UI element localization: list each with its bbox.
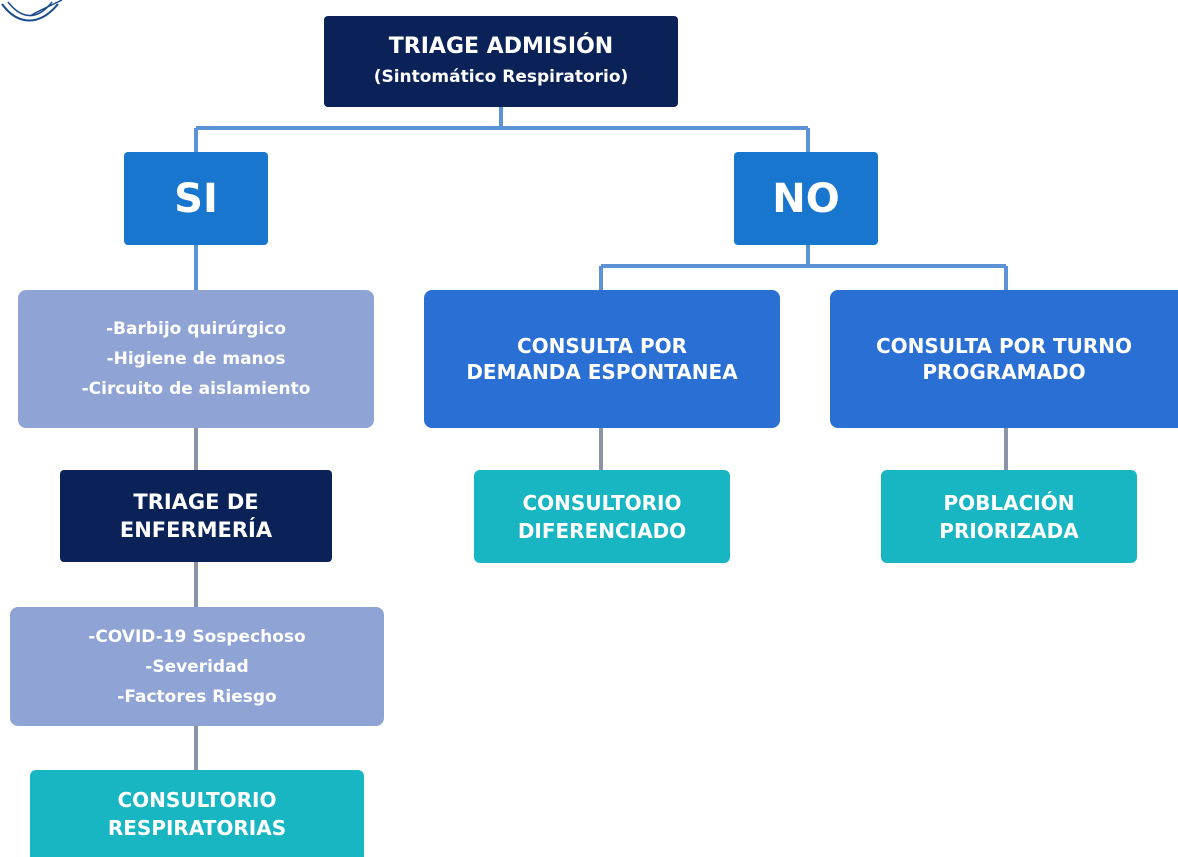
respiratory-office-node: CONSULTORIO RESPIRATORIAS (30, 770, 364, 857)
nursing-triage-label: TRIAGE DE ENFERMERÍA (119, 490, 273, 542)
measure-item: -Higiene de manos (106, 349, 286, 369)
nursing-triage-node: TRIAGE DE ENFERMERÍA (60, 470, 332, 562)
criteria-item: -Severidad (145, 656, 249, 677)
measure-item: -Barbijo quirúrgico (105, 319, 286, 339)
measures-node: -Barbijo quirúrgico -Higiene de manos -C… (18, 290, 374, 428)
measure-item: -Circuito de aislamiento (81, 379, 311, 399)
logo-icon (1, 0, 63, 22)
scheduled-appointment-label: CONSULTA POR TURNO PROGRAMADO (875, 334, 1133, 384)
root-title: TRIAGE ADMISIÓN (388, 33, 614, 59)
criteria-node: -COVID-19 Sospechoso -Severidad -Factore… (10, 607, 384, 726)
prioritized-population-label: POBLACIÓN PRIORIZADA (939, 490, 1079, 543)
si-label: SI (174, 175, 218, 222)
si-node: SI (124, 152, 268, 245)
criteria-item: -Factores Riesgo (117, 686, 277, 707)
no-label: NO (772, 175, 840, 222)
differentiated-office-node: CONSULTORIO DIFERENCIADO (474, 470, 730, 563)
root-subtitle: (Sintomático Respiratorio) (373, 66, 629, 87)
differentiated-office-label: CONSULTORIO DIFERENCIADO (517, 490, 687, 543)
prioritized-population-node: POBLACIÓN PRIORIZADA (881, 470, 1137, 563)
respiratory-office-label: CONSULTORIO RESPIRATORIAS (107, 787, 287, 840)
scheduled-appointment-node: CONSULTA POR TURNO PROGRAMADO (830, 290, 1178, 428)
spontaneous-demand-label: CONSULTA POR DEMANDA ESPONTANEA (466, 334, 738, 384)
no-node: NO (734, 152, 878, 245)
spontaneous-demand-node: CONSULTA POR DEMANDA ESPONTANEA (424, 290, 780, 428)
root-node-triage-admision: TRIAGE ADMISIÓN (Sintomático Respiratori… (324, 16, 678, 107)
criteria-item: -COVID-19 Sospechoso (88, 626, 306, 647)
